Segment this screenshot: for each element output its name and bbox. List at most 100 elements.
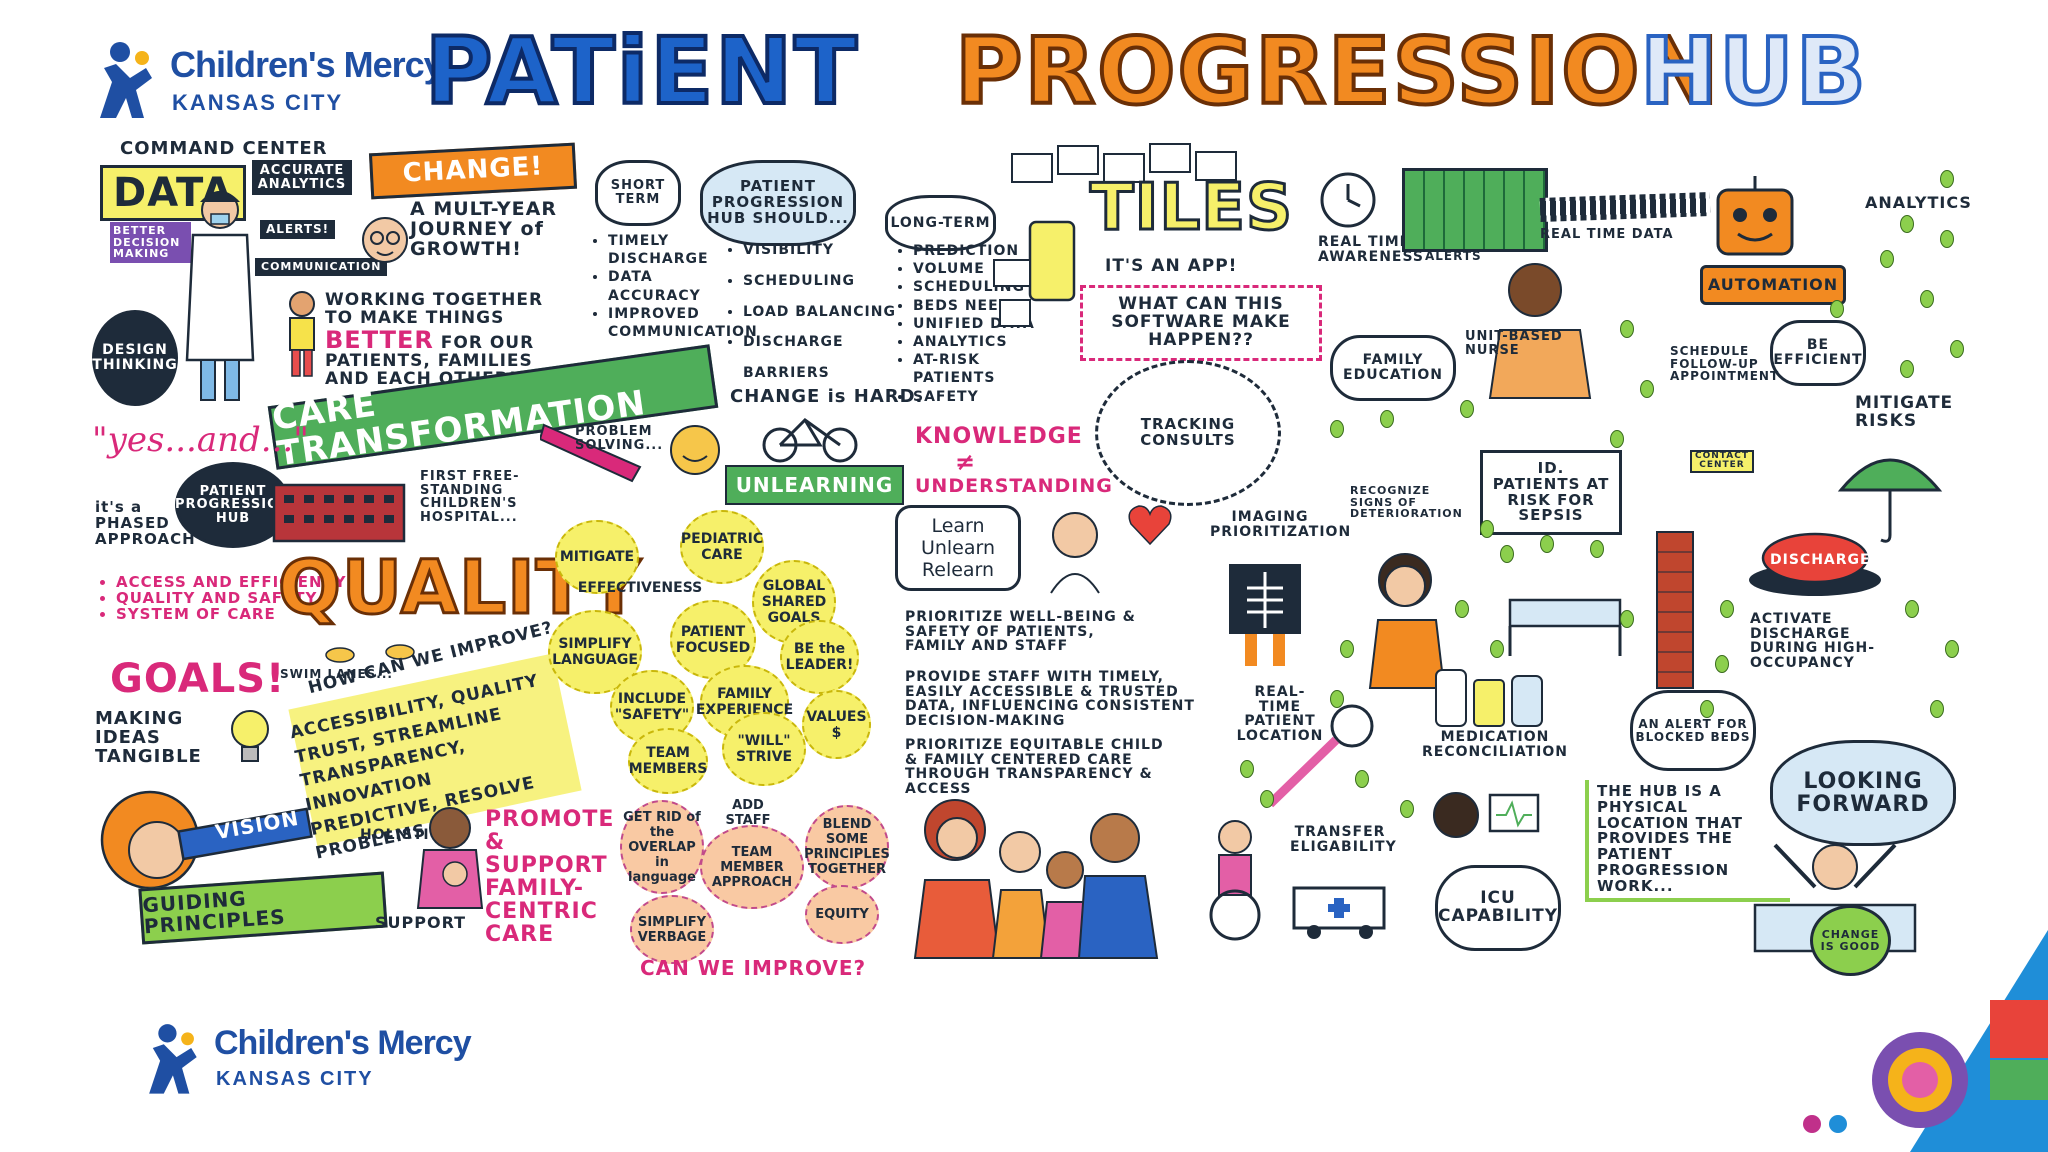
holistic-label: HOLISTIC <box>360 827 441 843</box>
change-good-bubble: CHANGE is GOOD <box>1810 905 1891 976</box>
childrens-mercy-figure-icon <box>100 42 152 118</box>
problem-solving-text: PROBLEM SOLVING... <box>575 424 664 453</box>
woman-pointing-illustration <box>1368 553 1446 689</box>
unit-nurse-label: UNIT-BASED NURSE <box>1465 329 1563 358</box>
dot <box>1930 700 1944 718</box>
logo-name: Children's Mercy <box>214 1024 472 1062</box>
icu-capability-bubble: ICU CAPABILITY <box>1435 865 1561 951</box>
yes-and-quote: "yes...and..." <box>92 420 309 460</box>
unlearning-arrow: UNLEARNING <box>725 465 904 505</box>
dot <box>1940 170 1954 188</box>
data-stream <box>1539 192 1711 222</box>
prioritize-equitable-text: PRIORITIZE EQUITABLE CHILD & FAMILY CENT… <box>905 737 1164 798</box>
real-time-awareness-text: REAL TIME AWARENESS <box>1318 234 1425 265</box>
sepsis-board: ID. PATIENTS AT RISK for SEPSIS <box>1480 450 1622 535</box>
improve-bubble: SIMPLIFY VERBAGE <box>630 895 714 964</box>
recognize-signs-text: RECOGNIZE SIGNS of DETERIORATION <box>1350 484 1463 521</box>
long-term-item: ANALYTICS <box>913 333 1063 351</box>
learn-speech-bubble: Learn Unlearn Relearn <box>895 505 1021 591</box>
phased-item: ACCESS and EFFICIENCY <box>116 574 346 591</box>
support-label: SUPPORT <box>375 913 467 932</box>
childrens-mercy-figure-icon <box>149 1024 197 1094</box>
realtime-location-text: REAL-TIME PATIENT LOCATION <box>1236 684 1324 745</box>
xray-illustration <box>1229 564 1301 666</box>
journey-text: A MULT-YEAR JOURNEY of GROWTH! <box>410 198 557 260</box>
knowledge-label: KNOWLEDGE <box>915 424 1083 449</box>
man-glasses-illustration <box>362 217 408 263</box>
be-efficient-bubble: BE EFFICIENT <box>1770 320 1866 386</box>
doctor-illustration <box>185 191 255 401</box>
principle-bubble: PATIENT FOCUSED <box>670 600 756 679</box>
icu-patient-illustration <box>1433 792 1540 838</box>
phone-app-illustration <box>993 220 1076 327</box>
dot <box>1720 600 1734 618</box>
principle-bubble: TEAM MEMBERS <box>628 728 708 794</box>
short-term-cloud: SHORT TERM <box>595 160 681 226</box>
family-education-bubble: FAMILY EDUCATION <box>1330 335 1456 401</box>
change-hard-text: CHANGE is HARD. <box>730 386 924 407</box>
should-item: VISIBILITY <box>743 235 903 266</box>
principle-bubble: BE the LEADER! <box>780 620 859 694</box>
ambulance-icon <box>1292 886 1386 939</box>
tracking-consults-circle: TRACKING CONSULTS <box>1095 360 1281 506</box>
robot-illustration <box>1716 176 1794 256</box>
principle-bubble: EFFECTIVENESS <box>577 579 703 596</box>
hospital-bed-illustration <box>1508 598 1622 656</box>
should-item: DISCHARGE BARRIERS <box>743 327 903 389</box>
promote-support-text: PROMOTE & SUPPORT FAMILY-CENTRIC CARE <box>485 807 615 948</box>
title-patient: PATiENT <box>423 16 859 127</box>
dot <box>1950 340 1964 358</box>
brick-wall-illustration <box>1656 531 1694 689</box>
prioritize-wellbeing-text: PRIORITIZE WELL-BEING & SAFETY OF PATIEN… <box>905 609 1136 655</box>
slide-illustration <box>540 423 642 483</box>
design-thinking-head: DESIGN THINKING <box>92 310 178 406</box>
looking-forward-cloud: LOOKING FORWARD <box>1770 740 1956 846</box>
tiles-word: TiLES <box>1088 171 1294 245</box>
not-equal-sign: ≠ <box>955 448 977 476</box>
long-term-item: SAFETY <box>913 388 1063 406</box>
logo-subtitle: KANSAS CITY <box>216 1068 374 1090</box>
mitigate-risks-text: MITIGATE RISKS <box>1855 393 1954 431</box>
long-term-item: VOLUME <box>913 260 1063 278</box>
long-term-item: AT-RISK PATIENTS <box>913 351 1063 387</box>
logo-bottom: Children's Mercy KANSAS CITY <box>140 1020 520 1110</box>
understanding-label: UNDERSTANDING <box>915 475 1113 497</box>
principle-bubble: VALUES $ <box>802 690 871 759</box>
goals-word: GOALS! <box>110 656 286 702</box>
schedule-followup-text: SCHEDULE FOLLOW-UP APPOINTMENT <box>1670 344 1780 384</box>
short-term-item: DATA ACCURACY <box>608 268 743 304</box>
pph-bubble: PATIENT PROGRESSION HUB <box>175 462 291 548</box>
title-hub: HUB <box>1638 16 1868 127</box>
hub-is-text: THE HUB is a PHYSICAL LOCATION that PROV… <box>1585 780 1790 903</box>
long-term-cloud: LONG-TERM <box>885 195 996 251</box>
fish-icon <box>325 644 415 663</box>
dot <box>1900 215 1914 233</box>
heart-balloon-icon <box>1128 505 1172 546</box>
provide-staff-text: PROVIDE STAFF WITH TIMELY, EASILY ACCESS… <box>905 669 1195 730</box>
dot <box>1330 420 1344 438</box>
discharge-button-illustration <box>1749 532 1881 596</box>
title-progression: PROGRESSION <box>953 16 1721 127</box>
better-word: BETTER <box>325 325 434 354</box>
should-item: SCHEDULING <box>743 266 903 297</box>
dot <box>1715 655 1729 673</box>
hospital-building-illustration <box>272 483 406 543</box>
what-can-box: WHAT CAN THIS SOFTWARE MAKE HAPPEN?? <box>1080 285 1322 361</box>
analytics-label: ANALYTICS <box>1865 193 1972 212</box>
command-center-label: COMMAND CENTER <box>120 138 328 159</box>
logo-top: Children's Mercy KANSAS CITY <box>90 38 480 128</box>
dot <box>1400 800 1414 818</box>
dot <box>1590 540 1604 558</box>
phased-item: QUALITY and SAFETY <box>116 590 346 607</box>
phased-approach: it's a PHASED APPROACH <box>95 498 196 548</box>
real-time-data-label: REAL TIME DATA <box>1540 227 1674 242</box>
swim-lanes-label: SWIM LANES... <box>280 667 393 681</box>
logo-subtitle: KANSAS CITY <box>172 90 344 115</box>
change-banner: CHANGE! <box>368 142 578 200</box>
contact-center-label: CONTACT CENTER <box>1690 450 1754 473</box>
logo-name: Children's Mercy <box>170 44 444 85</box>
person-telescope-illustration <box>100 790 313 890</box>
improve-bubble: GET RID of the OVERLAP in language <box>620 800 704 894</box>
magnifier-icon <box>1266 704 1374 808</box>
girl-wheelchair-illustration <box>1209 820 1261 941</box>
